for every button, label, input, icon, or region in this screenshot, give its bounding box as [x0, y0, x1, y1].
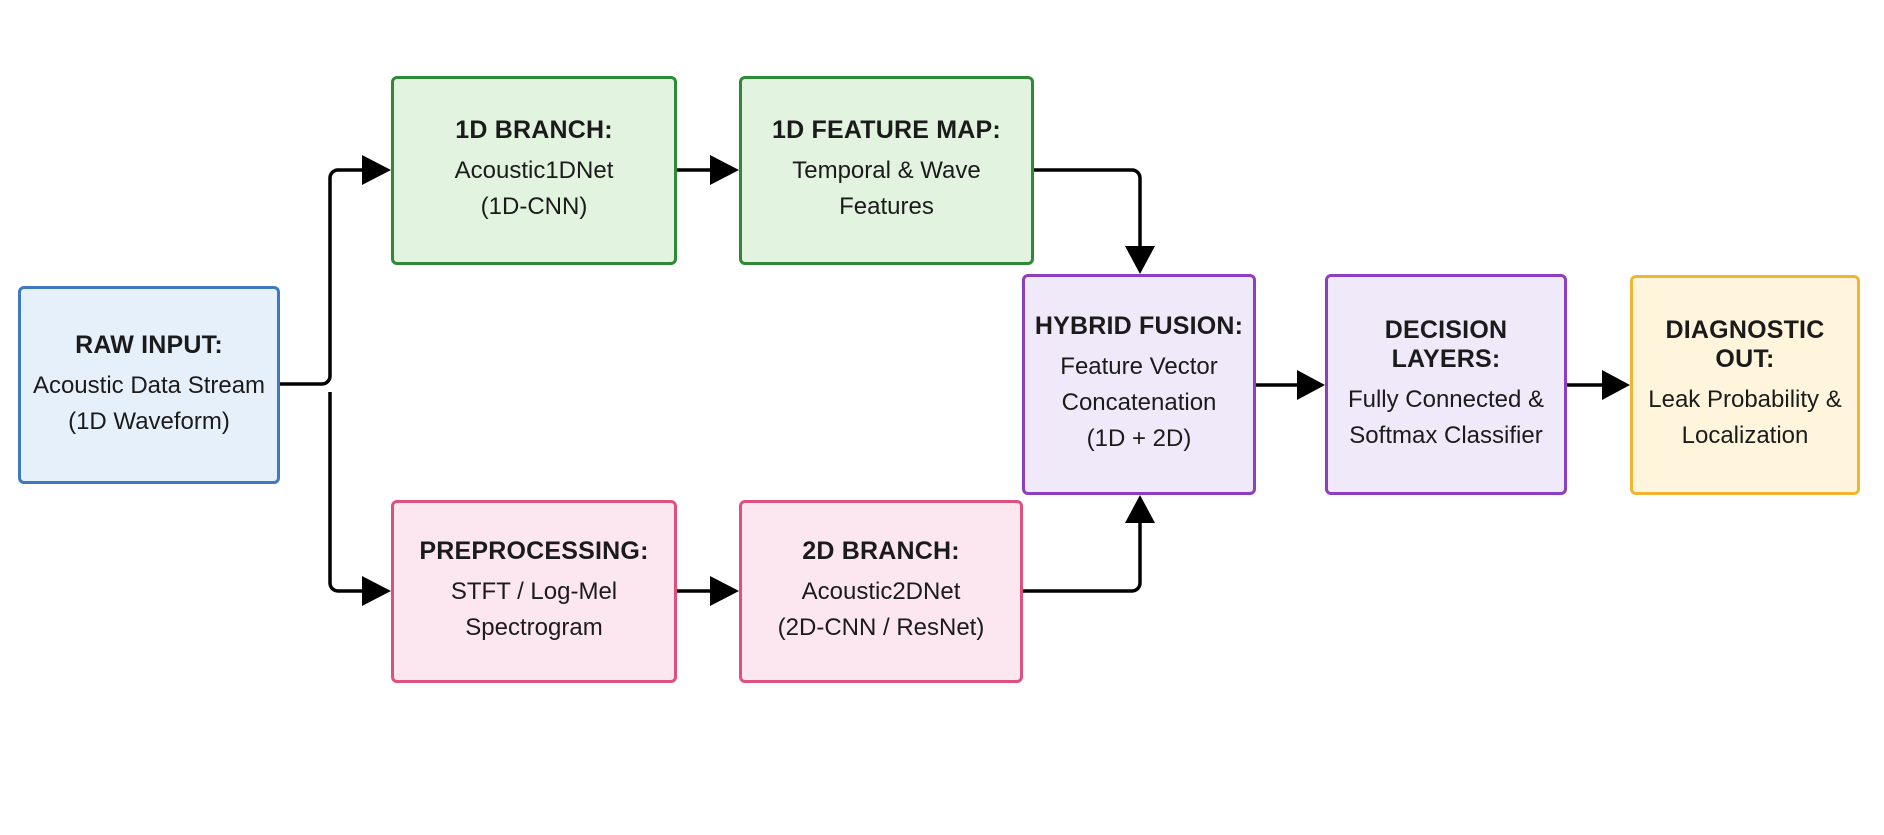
- node-title: 1D BRANCH:: [455, 116, 613, 144]
- node-line: (1D-CNN): [480, 193, 588, 220]
- edge-raw-input-to-split: [280, 168, 362, 386]
- arrowhead-to-output: [1602, 370, 1630, 400]
- node-line: STFT / Log-Mel: [450, 578, 618, 605]
- node-line: Acoustic Data Stream: [32, 371, 266, 399]
- decision-layers-node: DECISION LAYERS: Fully Connected & Softm…: [1325, 274, 1567, 495]
- arrowhead-to-1d-branch: [362, 155, 391, 185]
- node-line: (1D + 2D): [1086, 425, 1192, 452]
- node-title: 1D FEATURE MAP:: [772, 116, 1001, 144]
- node-title: DIAGNOSTIC OUT:: [1665, 316, 1825, 373]
- diagnostic-out-node: DIAGNOSTIC OUT: Leak Probability & Local…: [1630, 275, 1860, 495]
- feature-map-1d-node: 1D FEATURE MAP: Temporal & Wave Features: [739, 76, 1034, 265]
- node-title: HYBRID FUSION:: [1034, 312, 1244, 340]
- branch-1d-node: 1D BRANCH: Acoustic1DNet (1D-CNN): [391, 76, 677, 265]
- node-line: Softmax Classifier: [1349, 421, 1543, 449]
- arrowhead-to-feature-map: [710, 155, 739, 185]
- preprocessing-node: PREPROCESSING: STFT / Log-Mel Spectrogra…: [391, 500, 677, 683]
- node-line: Features: [839, 193, 934, 220]
- arrowhead-to-decision: [1297, 370, 1325, 400]
- node-line: Concatenation: [1061, 389, 1217, 416]
- branch-2d-node: 2D BRANCH: Acoustic2DNet (2D-CNN / ResNe…: [739, 500, 1023, 683]
- edge-raw-input-to-preprocessing: [328, 392, 362, 593]
- node-title: PREPROCESSING:: [419, 537, 649, 565]
- node-title: 2D BRANCH:: [802, 537, 960, 565]
- edge-feature-map-to-fusion: [1034, 168, 1142, 246]
- node-line: Acoustic2DNet: [801, 578, 961, 605]
- node-line: (1D Waveform): [68, 407, 230, 435]
- raw-input-node: RAW INPUT: Acoustic Data Stream (1D Wave…: [18, 286, 280, 484]
- edge-2d-branch-to-fusion: [1023, 523, 1142, 593]
- node-title: DECISION LAYERS:: [1384, 315, 1508, 373]
- node-line: Temporal & Wave: [792, 157, 981, 184]
- node-line: Feature Vector: [1060, 353, 1218, 380]
- arrowhead-to-2d-branch: [710, 576, 739, 606]
- node-line: Spectrogram: [465, 614, 603, 641]
- node-line: Acoustic1DNet: [454, 157, 614, 184]
- arrowhead-down-to-fusion: [1125, 246, 1155, 274]
- node-line: (2D-CNN / ResNet): [777, 614, 985, 641]
- hybrid-fusion-node: HYBRID FUSION: Feature Vector Concatenat…: [1022, 274, 1256, 495]
- arrowhead-up-to-fusion: [1125, 495, 1155, 523]
- arrowhead-to-preprocessing: [362, 576, 391, 606]
- node-line: Fully Connected &: [1347, 385, 1545, 413]
- node-title: RAW INPUT:: [75, 330, 223, 359]
- node-line: Leak Probability &: [1648, 386, 1842, 413]
- node-line: Localization: [1681, 422, 1809, 449]
